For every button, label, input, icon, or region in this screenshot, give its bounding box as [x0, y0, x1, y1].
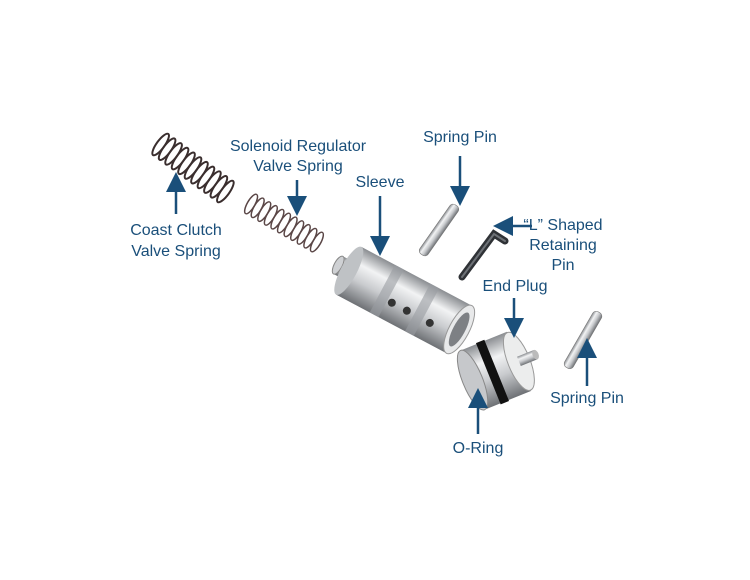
spring-pin-right: [563, 310, 603, 370]
label-solenoid-spring-line2: Valve Spring: [253, 158, 343, 175]
o-ring: [475, 339, 510, 405]
spring-pin-top: [418, 203, 460, 257]
label-l-pin-line3: Pin: [551, 257, 575, 274]
callout-arrows: [166, 156, 597, 434]
label-sleeve: Sleeve: [355, 174, 405, 191]
solenoid-regulator-valve-spring: [241, 191, 327, 255]
sleeve: [331, 246, 476, 355]
l-shaped-retaining-pin: [458, 229, 509, 281]
label-spring-pin-right: Spring Pin: [550, 390, 624, 407]
label-solenoid-spring-line1: Solenoid Regulator: [229, 138, 367, 155]
label-coast-spring-line1: Coast Clutch: [130, 222, 222, 239]
label-spring-pin-top: Spring Pin: [423, 129, 497, 146]
label-end-plug: End Plug: [482, 278, 548, 295]
label-l-pin-line1: “L” Shaped: [523, 217, 603, 234]
label-o-ring: O-Ring: [452, 440, 504, 457]
coast-clutch-valve-spring: [151, 132, 235, 204]
label-coast-spring-line2: Valve Spring: [131, 243, 221, 260]
label-l-pin-line2: Retaining: [529, 237, 597, 254]
